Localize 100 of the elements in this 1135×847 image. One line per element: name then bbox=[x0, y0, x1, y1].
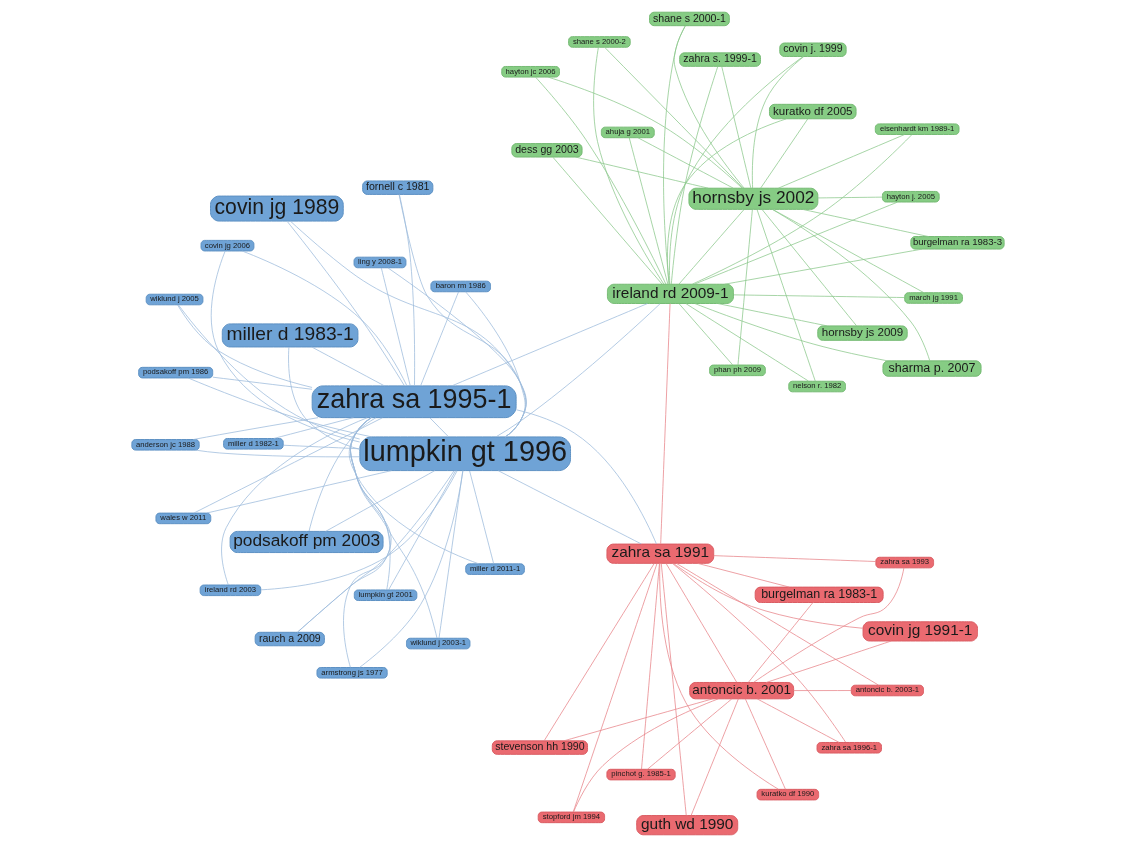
connector bbox=[464, 291, 525, 438]
connector bbox=[574, 156, 709, 189]
node-box: shane s 2000-2 bbox=[567, 36, 631, 48]
node-box: hornsby js 2002 bbox=[687, 187, 818, 210]
connector bbox=[672, 563, 863, 629]
node-box: fornell c 1981 bbox=[361, 180, 433, 195]
connector bbox=[468, 470, 494, 564]
connector bbox=[358, 470, 463, 668]
node-box: phan ph 2009 bbox=[708, 364, 766, 377]
connector bbox=[751, 56, 804, 189]
connector bbox=[497, 470, 642, 545]
node-box: ling y 2008-1 bbox=[353, 256, 406, 269]
connector bbox=[658, 563, 779, 790]
connector bbox=[685, 303, 809, 382]
connector bbox=[572, 698, 719, 813]
node-box: anderson jc 1988 bbox=[130, 439, 200, 451]
connector bbox=[543, 562, 655, 742]
node-box: zahra sa 1991 bbox=[605, 543, 714, 564]
connector bbox=[637, 137, 734, 189]
connector bbox=[761, 209, 857, 327]
node-box: nelson r. 1982 bbox=[787, 380, 846, 393]
connector bbox=[495, 303, 660, 438]
connector bbox=[187, 377, 372, 438]
connector bbox=[712, 555, 876, 562]
node-box: miller d 1982-1 bbox=[222, 438, 284, 450]
node-box: covin jg 1989 bbox=[209, 195, 344, 222]
connector bbox=[310, 346, 385, 387]
connector bbox=[671, 562, 846, 743]
connector bbox=[801, 209, 929, 237]
connector bbox=[744, 698, 786, 790]
node-box: lumpkin gt 1996 bbox=[358, 436, 571, 472]
node-box: rauch a 2009 bbox=[254, 631, 325, 647]
connector bbox=[572, 563, 657, 813]
node-box: miller d 2011-1 bbox=[464, 563, 525, 575]
connector bbox=[419, 291, 459, 387]
connector bbox=[693, 303, 888, 362]
connector bbox=[387, 267, 526, 438]
node-box: sharma p. 2007 bbox=[881, 360, 982, 377]
connector bbox=[716, 303, 827, 327]
node-box: wiklund j 2005 bbox=[145, 293, 203, 306]
connector bbox=[792, 690, 851, 691]
connector bbox=[287, 346, 360, 450]
node-box: covin j. 1999 bbox=[778, 42, 847, 57]
connector bbox=[592, 47, 664, 285]
node-box: pinchot g. 1985-1 bbox=[605, 768, 676, 781]
node-box: antoncic b. 2003-1 bbox=[850, 684, 924, 697]
node-box: zahra s. 1999-1 bbox=[678, 52, 761, 67]
connector bbox=[678, 303, 733, 366]
connector bbox=[696, 562, 790, 588]
connector bbox=[817, 196, 883, 199]
connector bbox=[777, 134, 905, 189]
connector bbox=[562, 698, 713, 742]
connector bbox=[771, 209, 930, 362]
node-box: eisenhardt km 1989-1 bbox=[874, 123, 959, 135]
connector bbox=[380, 267, 411, 386]
node-box: shane s 2000-1 bbox=[648, 11, 730, 27]
connector bbox=[289, 220, 527, 438]
connector bbox=[690, 698, 739, 816]
connector bbox=[747, 602, 813, 683]
connector bbox=[659, 303, 670, 545]
connector bbox=[398, 194, 526, 438]
node-box: kuratko df 1990 bbox=[756, 788, 819, 801]
node-box: burgelman ra 1983-1 bbox=[754, 586, 884, 603]
node-box: ahuja g 2001 bbox=[600, 126, 655, 139]
node-box: march jg 1991 bbox=[903, 292, 963, 304]
node-box: lumpkin gt 2001 bbox=[353, 589, 417, 601]
node-box: podsakoff pm 1986 bbox=[137, 366, 213, 379]
connector bbox=[665, 563, 737, 683]
connector bbox=[646, 698, 732, 770]
connector bbox=[515, 409, 657, 545]
connector bbox=[176, 304, 312, 388]
node-box: antoncic b. 2001 bbox=[688, 682, 794, 700]
connector bbox=[759, 118, 808, 189]
connector bbox=[765, 640, 892, 683]
connector bbox=[398, 194, 415, 387]
connector bbox=[666, 118, 787, 285]
connector bbox=[720, 66, 751, 189]
connector bbox=[723, 248, 923, 285]
node-box: podsakoff pm 2003 bbox=[229, 530, 384, 554]
connector bbox=[387, 470, 456, 591]
connector bbox=[324, 470, 435, 532]
node-box: baron rm 1986 bbox=[429, 280, 491, 293]
connector bbox=[670, 66, 718, 285]
node-box: miller d 1983-1 bbox=[221, 323, 358, 348]
connector bbox=[547, 76, 743, 189]
node-box: zahra sa 1995-1 bbox=[311, 385, 517, 419]
node-box: hornsby js 2009 bbox=[816, 325, 908, 341]
connector bbox=[691, 134, 912, 285]
connector bbox=[675, 563, 879, 686]
connector bbox=[272, 417, 354, 439]
node-box: covin jg 2006 bbox=[200, 239, 254, 252]
connector bbox=[194, 449, 360, 458]
connector bbox=[660, 563, 687, 816]
node-box: ireland rd 2003 bbox=[199, 584, 261, 597]
connector bbox=[604, 47, 743, 189]
connector bbox=[260, 470, 457, 591]
connector bbox=[693, 201, 898, 285]
connector bbox=[552, 156, 662, 285]
connector bbox=[678, 209, 744, 285]
node-box: wiklund j 2003-1 bbox=[405, 637, 470, 650]
